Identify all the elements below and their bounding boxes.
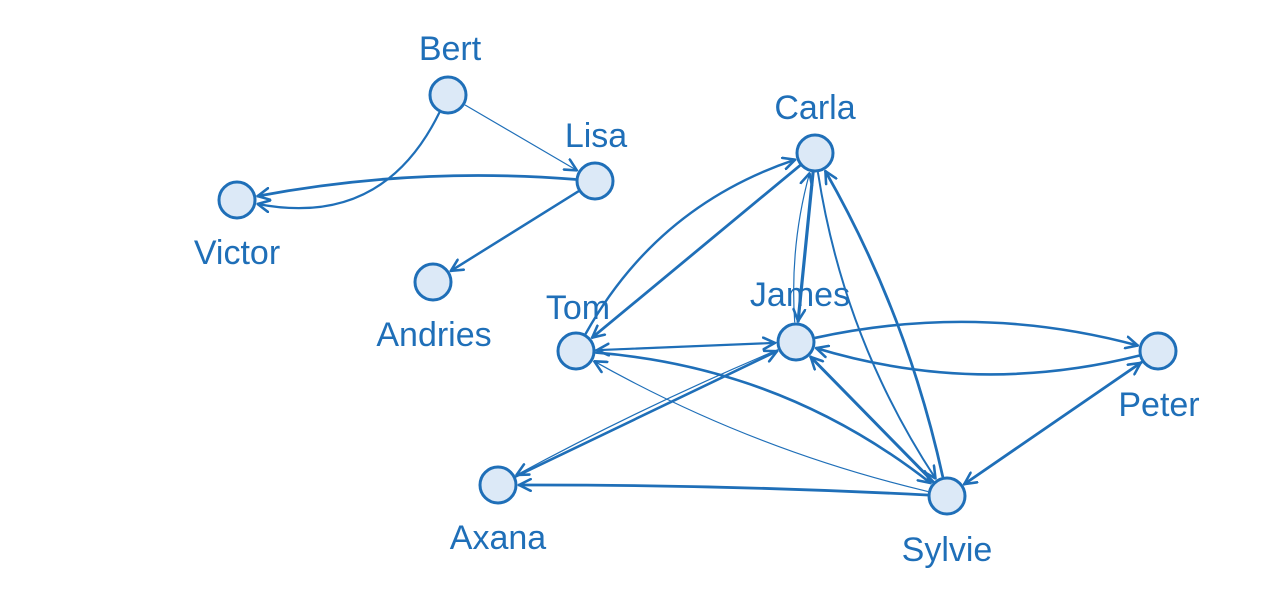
edge-tom-carla <box>584 160 795 335</box>
node-label-carla: Carla <box>774 89 855 127</box>
edge-tom-sylvie <box>594 351 932 485</box>
node-label-bert: Bert <box>419 30 482 68</box>
node-label-james: James <box>750 276 850 314</box>
edge-carla-tom <box>590 164 801 339</box>
node-label-axana: Axana <box>450 519 546 557</box>
node-carla[interactable] <box>795 133 835 173</box>
node-label-sylvie: Sylvie <box>902 531 993 569</box>
node-label-andries: Andries <box>376 316 491 354</box>
edge-axana-james <box>514 351 779 478</box>
node-james[interactable] <box>776 322 816 362</box>
edge-bert-lisa <box>464 104 577 170</box>
edge-carla-sylvie <box>817 171 936 479</box>
node-label-peter: Peter <box>1118 386 1199 424</box>
edge-lisa-andries <box>451 190 580 271</box>
node-andries[interactable] <box>413 262 453 302</box>
edge-carla-james <box>798 171 815 323</box>
node-sylvie[interactable] <box>927 476 967 516</box>
edge-bert-victor <box>258 111 441 208</box>
node-lisa[interactable] <box>575 161 615 201</box>
edge-james-axana <box>517 349 779 475</box>
node-axana[interactable] <box>478 465 518 505</box>
node-label-victor: Victor <box>194 234 280 272</box>
node-label-tom: Tom <box>546 289 610 327</box>
node-tom[interactable] <box>556 331 596 371</box>
edge-sylvie-carla <box>824 169 945 478</box>
edge-james-peter <box>814 320 1139 346</box>
edge-peter-james <box>814 348 1140 376</box>
edge-lisa-victor <box>256 174 577 196</box>
nodes-layer <box>217 75 1178 516</box>
node-peter[interactable] <box>1138 331 1178 371</box>
edge-sylvie-tom <box>594 361 929 492</box>
edge-sylvie-peter <box>962 363 1141 486</box>
edge-sylvie-axana <box>517 485 929 497</box>
node-label-lisa: Lisa <box>565 117 627 155</box>
node-bert[interactable] <box>428 75 468 115</box>
edge-james-tom <box>597 342 777 350</box>
node-victor[interactable] <box>217 180 257 220</box>
edges-layer <box>256 104 1143 497</box>
edge-sylvie-james <box>809 355 935 484</box>
edge-james-carla <box>793 173 810 323</box>
